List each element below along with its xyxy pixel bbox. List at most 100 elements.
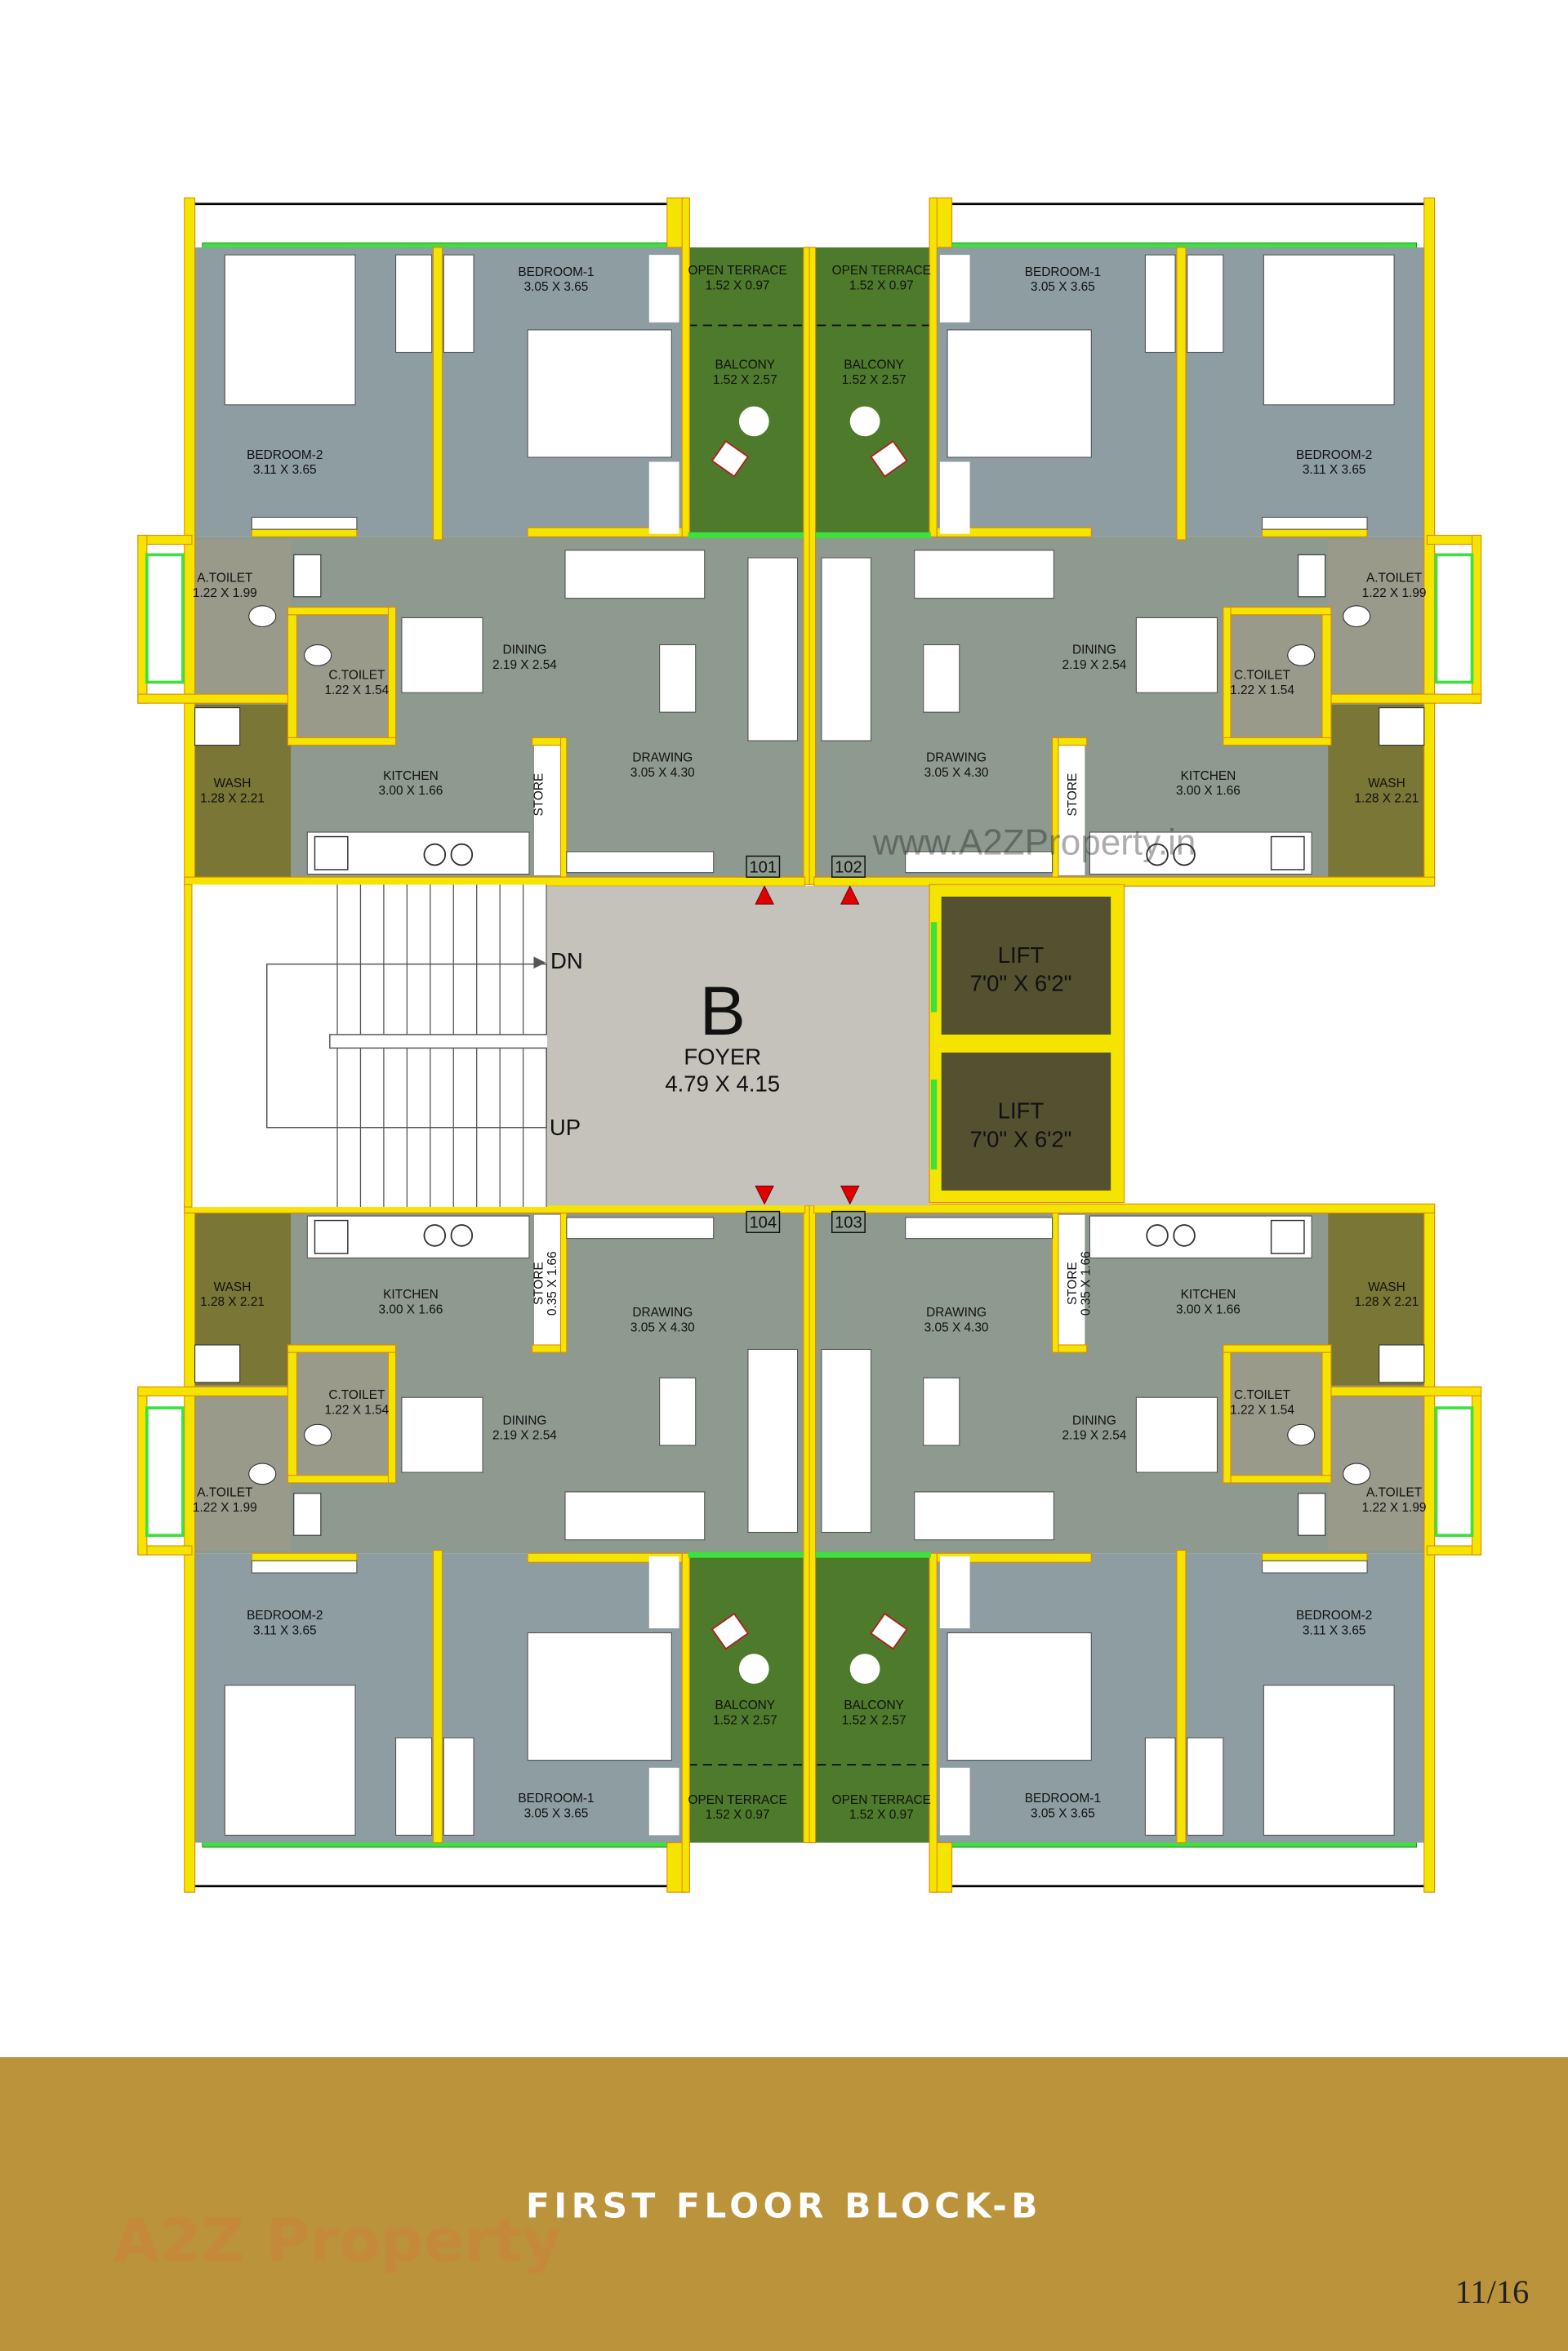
room-dims: 1.52 X 0.97 bbox=[849, 1808, 914, 1822]
room-label-bedroom1: BEDROOM-13.05 X 3.65 bbox=[1025, 1792, 1101, 1820]
room-dims: 3.05 X 3.65 bbox=[524, 280, 589, 294]
room-name: DRAWING bbox=[632, 751, 693, 765]
staircase bbox=[184, 884, 553, 1208]
room-dims: 2.19 X 2.54 bbox=[492, 1429, 557, 1443]
room-label-balcony: BALCONY 1.52 X 2.57 bbox=[713, 1699, 777, 1727]
room-dims: 1.52 X 2.57 bbox=[842, 1714, 906, 1728]
room-name: WASH bbox=[214, 1280, 252, 1294]
room-dims: 1.52 X 2.57 bbox=[713, 373, 777, 387]
stair-up-label: UP bbox=[550, 1115, 581, 1140]
room-dims: 3.11 X 3.65 bbox=[253, 1623, 317, 1637]
room-dims: 1.22 X 1.99 bbox=[1362, 586, 1427, 600]
room-dims: 1.22 X 1.54 bbox=[324, 1403, 389, 1417]
room-dims: 1.22 X 1.99 bbox=[1362, 1501, 1427, 1515]
room-name: C.TOILET bbox=[328, 1388, 385, 1402]
room-name: WASH bbox=[214, 777, 252, 790]
room-label-bedroom1: BEDROOM-13.05 X 3.65 bbox=[518, 1792, 594, 1820]
foyer-dims: 4.79 X 4.15 bbox=[665, 1071, 780, 1097]
room-name: STORE bbox=[1066, 1262, 1080, 1305]
room-dims: 1.52 X 0.97 bbox=[706, 278, 770, 292]
room-dims: 3.05 X 4.30 bbox=[630, 1320, 695, 1334]
lift-shaft: LIFT 7'0" X 6'2" LIFT 7'0" X 6'2" bbox=[929, 884, 1125, 1204]
room-dims: 0.35 X 1.66 bbox=[546, 1251, 559, 1316]
room-name: DRAWING bbox=[926, 1306, 987, 1320]
room-label-store: STORE bbox=[532, 773, 546, 817]
room-dims: 2.19 X 2.54 bbox=[492, 658, 557, 672]
room-name: OPEN TERRACE bbox=[688, 1793, 786, 1807]
unit-number-box bbox=[831, 1210, 866, 1234]
room-name: BALCONY bbox=[844, 1699, 904, 1712]
lift-2-dims: 7'0" X 6'2" bbox=[970, 1127, 1072, 1152]
stair-down-label: DN bbox=[550, 948, 583, 973]
logo-watermark: A2Z Property bbox=[114, 2206, 562, 2276]
room-dims: 2.19 X 2.54 bbox=[1062, 1429, 1127, 1443]
room-name: C.TOILET bbox=[328, 669, 385, 683]
room-dims: 3.11 X 3.65 bbox=[253, 463, 317, 477]
room-name: BALCONY bbox=[715, 358, 775, 372]
room-dims: 3.05 X 4.30 bbox=[924, 766, 989, 780]
room-dims: 3.05 X 3.65 bbox=[524, 1806, 589, 1820]
room-name: KITCHEN bbox=[383, 769, 439, 783]
room-name: STORE bbox=[532, 1262, 546, 1305]
entry-arrow-icon bbox=[755, 885, 774, 905]
room-dims: 1.52 X 2.57 bbox=[713, 1714, 777, 1728]
room-label-balcony: BALCONY 1.52 X 2.57 bbox=[842, 1699, 906, 1727]
room-dims: 2.19 X 2.54 bbox=[1062, 658, 1127, 672]
room-dims: 1.28 X 2.21 bbox=[200, 791, 265, 805]
room-name: BEDROOM-1 bbox=[518, 1792, 594, 1806]
room-name: DINING bbox=[502, 643, 546, 657]
room-dims: 3.11 X 3.65 bbox=[1303, 463, 1366, 477]
room-name: WASH bbox=[1368, 777, 1405, 790]
room-dims: 3.05 X 3.65 bbox=[1031, 1806, 1095, 1820]
room-name: DINING bbox=[1072, 643, 1116, 657]
room-label-store: STORE bbox=[1066, 773, 1080, 817]
room-dims: 3.00 X 1.66 bbox=[1176, 1302, 1241, 1316]
room-name: A.TOILET bbox=[197, 1485, 253, 1499]
room-name: OPEN TERRACE bbox=[832, 264, 931, 278]
room-name: KITCHEN bbox=[1181, 1288, 1236, 1302]
room-dims: 1.22 X 1.54 bbox=[324, 683, 389, 697]
room-name: WASH bbox=[1368, 1280, 1405, 1294]
room-label-bedroom2: BEDROOM-23.11 X 3.65 bbox=[1296, 448, 1372, 477]
room-name: A.TOILET bbox=[1366, 571, 1423, 585]
foyer-name: FOYER bbox=[684, 1044, 761, 1070]
room-name: BALCONY bbox=[844, 358, 904, 372]
room-name: DRAWING bbox=[926, 751, 987, 765]
room-name: BEDROOM-2 bbox=[1296, 448, 1372, 462]
room-dims: 3.05 X 4.30 bbox=[630, 766, 695, 780]
unit-number-box bbox=[746, 1210, 781, 1234]
room-label-bedroom2: BEDROOM-23.11 X 3.65 bbox=[1296, 1609, 1372, 1637]
watermark: www.A2ZProperty.in bbox=[872, 823, 1196, 863]
entry-arrow-icon bbox=[755, 1185, 774, 1205]
room-name: STORE bbox=[532, 773, 546, 817]
room-name: BALCONY bbox=[715, 1699, 775, 1712]
room-name: BEDROOM-2 bbox=[247, 448, 323, 462]
room-dims: 3.05 X 3.65 bbox=[1031, 280, 1095, 294]
room-name: C.TOILET bbox=[1234, 1388, 1291, 1402]
room-dims: 3.00 X 1.66 bbox=[379, 784, 443, 798]
